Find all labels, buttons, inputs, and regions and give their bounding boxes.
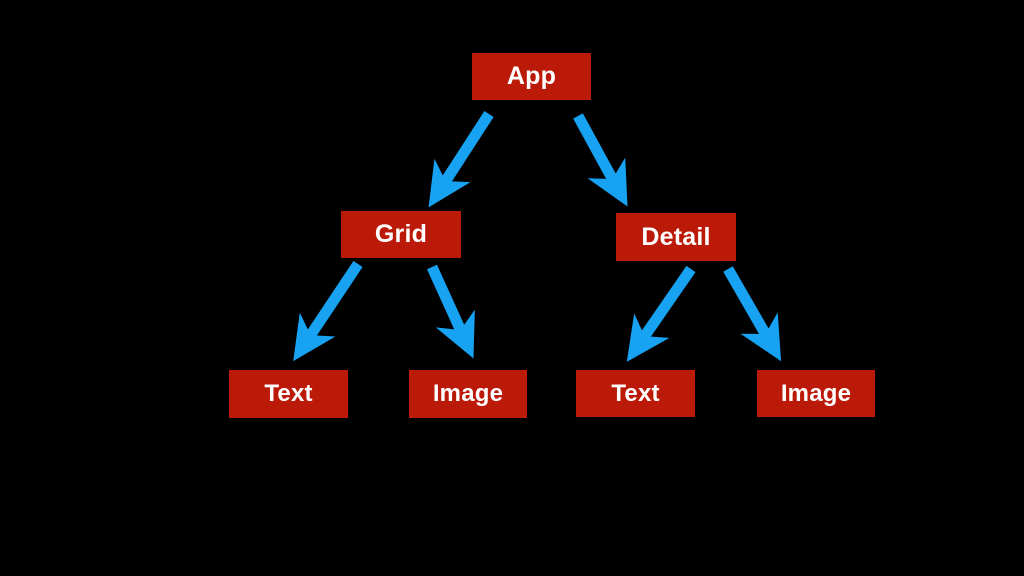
edge-app-to-detail xyxy=(573,113,628,207)
node-app-label: App xyxy=(506,62,557,90)
node-detail-label: Detail xyxy=(641,222,711,251)
node-detail-image[interactable]: Image xyxy=(757,370,875,417)
node-detail-image-label: Image xyxy=(780,379,852,407)
node-grid-image[interactable]: Image xyxy=(409,370,527,418)
node-grid-text[interactable]: Text xyxy=(229,370,348,418)
edge-detail-to-text xyxy=(626,265,696,362)
node-grid-label: Grid xyxy=(374,220,428,248)
node-app[interactable]: App xyxy=(472,53,591,100)
edge-grid-to-image xyxy=(426,264,475,359)
node-grid-text-label: Text xyxy=(264,380,313,407)
node-grid-image-label: Image xyxy=(432,380,504,407)
node-detail-text-label: Text xyxy=(611,379,660,407)
node-detail-text[interactable]: Text xyxy=(576,370,695,417)
edge-grid-to-text xyxy=(293,260,363,362)
edge-app-to-grid xyxy=(428,111,494,208)
edge-detail-to-image xyxy=(723,266,782,362)
node-grid[interactable]: Grid xyxy=(341,211,461,258)
node-detail[interactable]: Detail xyxy=(616,213,736,261)
